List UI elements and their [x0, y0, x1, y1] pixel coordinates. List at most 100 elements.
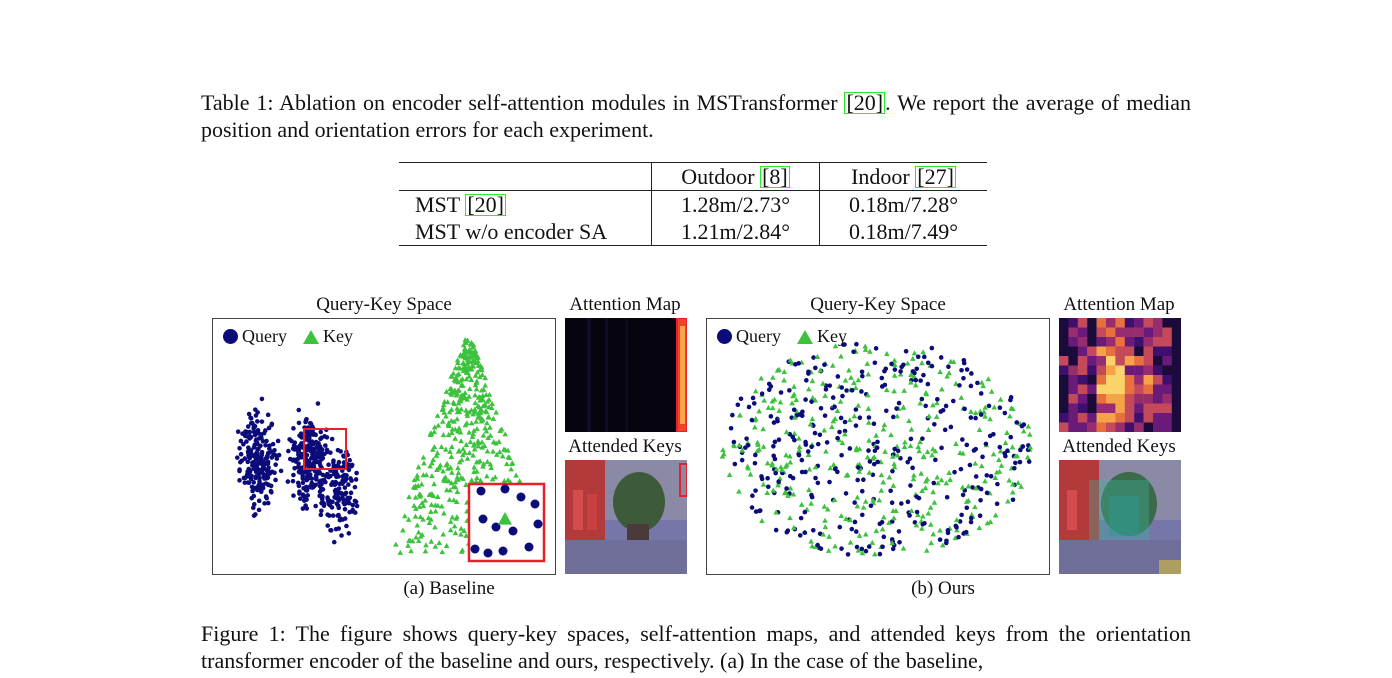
heat-cell [1143, 394, 1154, 404]
query-point [937, 537, 943, 542]
heat-cell [1124, 318, 1135, 328]
query-point [765, 475, 770, 481]
key-point [449, 429, 455, 435]
query-point [790, 475, 796, 481]
heat-cell [1162, 346, 1172, 357]
query-point [787, 388, 792, 393]
key-point [759, 518, 765, 524]
heat-cell [1087, 356, 1097, 366]
heat-cell [1115, 337, 1125, 347]
key-point [777, 399, 784, 405]
key-point [901, 443, 908, 450]
query-point [852, 519, 858, 525]
key-point [475, 443, 482, 449]
query-point [860, 373, 865, 379]
query-point [728, 425, 734, 431]
key-point [842, 377, 849, 383]
cell-indoor: 0.18m/7.49° [819, 218, 987, 246]
key-point [916, 448, 922, 454]
query-point [1010, 497, 1016, 503]
heat-cell [1068, 356, 1078, 366]
query-point [939, 445, 944, 451]
key-point [904, 360, 911, 366]
key-point [474, 426, 480, 432]
heat-cell [1106, 375, 1116, 385]
query-point [269, 421, 275, 427]
query-point [871, 421, 877, 427]
key-point [739, 447, 746, 453]
key-point [443, 388, 450, 394]
key-point [790, 393, 796, 399]
query-point [897, 540, 902, 545]
heat-cell [1134, 346, 1144, 357]
citation-link[interactable]: [8] [760, 164, 790, 189]
key-point [461, 361, 468, 367]
key-point [891, 357, 898, 363]
key-point [443, 542, 450, 548]
key-point [947, 476, 954, 482]
query-point [797, 412, 803, 417]
key-point [822, 524, 829, 530]
citation-link[interactable]: [20] [844, 90, 886, 115]
query-point [265, 412, 271, 418]
query-point [968, 415, 974, 420]
query-point [251, 480, 257, 485]
query-point [803, 397, 808, 402]
key-point [906, 418, 912, 424]
scatter-ours [719, 341, 1034, 557]
query-point [818, 546, 824, 551]
key-point [876, 497, 883, 503]
key-point [426, 519, 433, 525]
key-point [770, 374, 776, 380]
key-point [440, 432, 447, 438]
query-point [832, 404, 837, 410]
query-point [929, 363, 935, 369]
key-point [837, 398, 844, 404]
key-point [455, 359, 461, 365]
query-point [859, 389, 864, 394]
query-point [256, 498, 262, 504]
key-point [448, 417, 455, 423]
query-point [772, 439, 778, 445]
heat-cell [1087, 318, 1097, 328]
citation-link[interactable]: [20] [465, 192, 506, 217]
key-point [449, 469, 455, 475]
query-point [759, 474, 764, 479]
query-point [253, 475, 259, 481]
heat-cell [1087, 403, 1097, 414]
query-point [292, 440, 298, 445]
key-point [414, 475, 421, 481]
heat-cell [1059, 346, 1069, 357]
key-point [463, 348, 470, 354]
key-point [972, 410, 979, 416]
key-point [465, 366, 471, 372]
key-point [450, 370, 457, 376]
legend-baseline: Query Key [223, 326, 353, 347]
key-point [893, 507, 899, 514]
query-point [959, 367, 964, 373]
key-point [471, 469, 477, 475]
query-point [352, 484, 358, 490]
heat-cell [1087, 413, 1097, 423]
query-point [806, 371, 811, 376]
heat-cell [1087, 337, 1097, 347]
key-point [884, 350, 890, 356]
query-point [964, 505, 970, 511]
key-point [761, 397, 768, 403]
query-point [274, 456, 280, 461]
query-point [266, 425, 272, 431]
key-point [940, 542, 946, 548]
key-point [915, 444, 922, 450]
key-point [773, 509, 779, 515]
query-point [851, 349, 856, 355]
heat-cell [1096, 346, 1107, 357]
key-point [805, 451, 812, 458]
citation-link[interactable]: [27] [915, 164, 956, 189]
key-point [480, 432, 487, 438]
query-point [312, 454, 318, 460]
key-point [943, 480, 950, 486]
query-point [892, 446, 898, 452]
key-point [791, 414, 798, 420]
key-point [925, 426, 932, 432]
heat-cell [1124, 403, 1135, 414]
